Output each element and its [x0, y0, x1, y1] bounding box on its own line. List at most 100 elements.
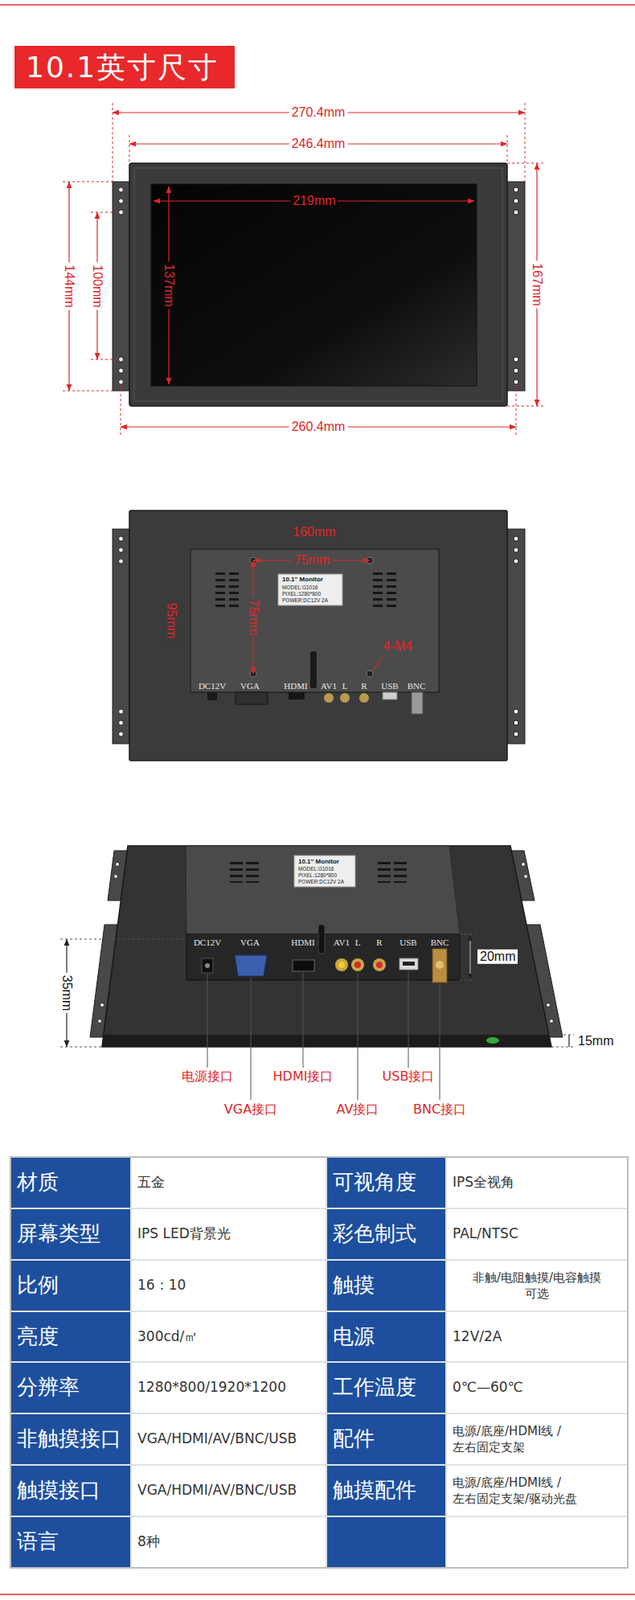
spec-table [10, 1156, 628, 1568]
dimension-label: 137mm [161, 261, 177, 309]
table-value-cell: 0℃—60℃ [452, 1379, 524, 1396]
port-label: DC12V [193, 937, 222, 948]
page-title: 10.1英寸尺寸 [25, 50, 219, 84]
dimension-label: 35mm [59, 972, 74, 1013]
spec-table [11, 1208, 131, 1259]
side-monitor [351, 958, 365, 971]
spec-table [446, 1156, 447, 1568]
table-header-cell: 亮度 [16, 1324, 59, 1349]
rear-monitor [382, 692, 398, 700]
side-monitor [372, 958, 386, 971]
rear-monitor [112, 528, 130, 744]
dimension-label: 160mm [290, 524, 338, 540]
rear-monitor [215, 572, 226, 609]
spec-table [11, 1413, 131, 1464]
table-header-cell: 触摸接口 [16, 1478, 101, 1503]
front-monitor [507, 181, 525, 391]
side-monitor [100, 1003, 105, 1008]
side-monitor [292, 959, 315, 971]
table-value-cell: 电源/底座/HDMI线 /左右固定支架 [452, 1423, 620, 1455]
side-monitor [204, 962, 210, 968]
side-monitor [90, 845, 563, 1047]
front-monitor [513, 368, 519, 373]
side-monitor [338, 961, 345, 968]
table-header-cell: 屏幕类型 [16, 1221, 101, 1246]
side-monitor [521, 862, 526, 867]
table-header-cell: 非触摸接口 [16, 1426, 122, 1451]
front-monitor [513, 356, 519, 362]
spec-table [10, 1156, 628, 1568]
side-monitor [234, 954, 267, 976]
callout-label: VGA接口 [224, 1102, 278, 1117]
front-monitor [118, 368, 124, 373]
sticker-text: PIXEL:1280*800 [298, 872, 337, 879]
dimension-label: 219mm [290, 193, 338, 209]
dimension-label: 246.4mm [289, 136, 349, 152]
front-monitor [134, 167, 503, 402]
table-value-cell: IPS LED背景光 [137, 1225, 231, 1242]
rear-monitor [235, 692, 268, 705]
port-label: BNC [430, 937, 450, 948]
spec-table [327, 1516, 446, 1567]
spec-table [10, 1259, 628, 1261]
sticker-text: MODEL:G1016 [298, 866, 334, 873]
rear-monitor [359, 692, 369, 703]
table-header-cell: 触摸 [332, 1273, 375, 1298]
front-monitor [513, 198, 519, 204]
spec-table [327, 1465, 446, 1516]
extension-line [129, 135, 131, 164]
table-header-cell: 可视角度 [332, 1170, 417, 1195]
spec-table [11, 1311, 131, 1361]
extension-line [62, 390, 113, 392]
spec-table [131, 1156, 132, 1568]
extension-line [459, 934, 476, 935]
rear-monitor [340, 692, 350, 703]
table-value-cell: 12V/2A [452, 1328, 502, 1345]
port-label: AV1 [320, 680, 337, 692]
side-monitor [294, 855, 356, 887]
extension-line [507, 135, 508, 164]
front-monitor [129, 163, 508, 406]
rear-monitor [118, 547, 124, 553]
sticker-text: POWER:DC12V 2A [282, 598, 328, 604]
rear-monitor [310, 651, 317, 689]
rear-monitor [278, 573, 343, 606]
leader-line [439, 983, 441, 1100]
dimension-label: 75mm [245, 597, 261, 638]
table-header-cell: 配件 [332, 1426, 375, 1451]
port-label: VGA [240, 937, 260, 948]
spec-table [10, 1156, 628, 1568]
rear-monitor [288, 692, 305, 700]
side-monitor [486, 1036, 500, 1044]
table-value-cell: 1280*800/1920*1200 [137, 1379, 287, 1396]
front-monitor [118, 198, 124, 204]
side-monitor [402, 961, 415, 966]
spec-table [327, 1311, 446, 1361]
dimension-label: 15mm [575, 1033, 616, 1049]
rear-monitor [366, 670, 373, 677]
front-monitor [513, 209, 519, 215]
side-monitor [546, 1003, 551, 1008]
spec-table [327, 1362, 446, 1413]
table-value-cell: VGA/HDMI/AV/BNC/USB [137, 1430, 297, 1447]
table-value-cell: 五金 [137, 1174, 165, 1191]
extension-line [507, 405, 544, 407]
table-header-cell: 工作温度 [332, 1375, 417, 1400]
side-monitor [98, 1019, 103, 1024]
callout-label: AV接口 [336, 1102, 380, 1117]
callout-label: BNC接口 [413, 1102, 467, 1117]
side-monitor [393, 861, 407, 883]
port-label: BNC [407, 680, 427, 692]
rear-monitor [411, 692, 423, 714]
table-header-cell: 分辨率 [16, 1375, 80, 1400]
extension-line [459, 979, 476, 981]
table-header-cell: 彩色制式 [332, 1221, 417, 1246]
spec-table [327, 1413, 446, 1464]
side-monitor [102, 845, 552, 1047]
dimension-label: 144mm [61, 262, 77, 310]
dimension-label: 270.4mm [289, 105, 349, 120]
callout-label: USB接口 [382, 1069, 435, 1084]
rear-monitor [507, 528, 525, 744]
